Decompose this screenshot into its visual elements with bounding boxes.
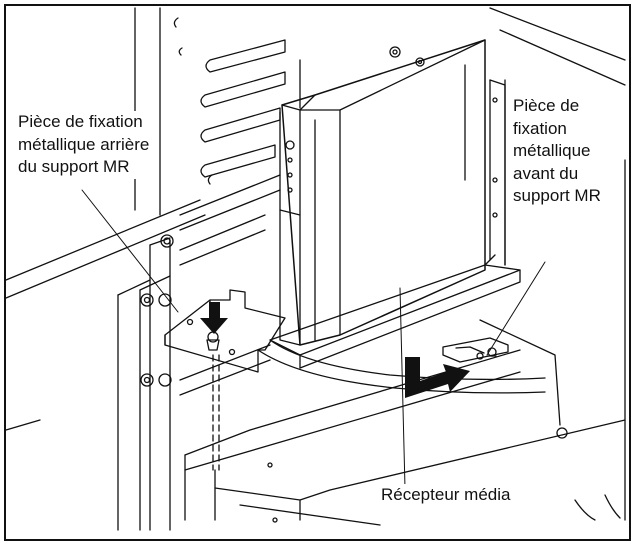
rear-bracket-label: Pièce de fixation métallique arrière du … xyxy=(16,111,152,179)
slide-arrow xyxy=(405,357,470,398)
leader-lines xyxy=(81,189,546,489)
lower-base-tray xyxy=(184,319,626,526)
down-arrow xyxy=(200,302,228,334)
left-upright-rail xyxy=(117,234,174,531)
right-upright-rail xyxy=(489,79,506,266)
media-receiver-unit xyxy=(279,39,486,346)
figure-border xyxy=(4,4,631,541)
cooling-fins xyxy=(173,17,286,185)
front-bracket-label: Pièce de fixation métallique avant du su… xyxy=(511,95,603,208)
media-receiver-label: Récepteur média xyxy=(379,484,513,507)
front-metal-bracket xyxy=(442,337,509,363)
mr-support-shelf xyxy=(257,254,546,394)
